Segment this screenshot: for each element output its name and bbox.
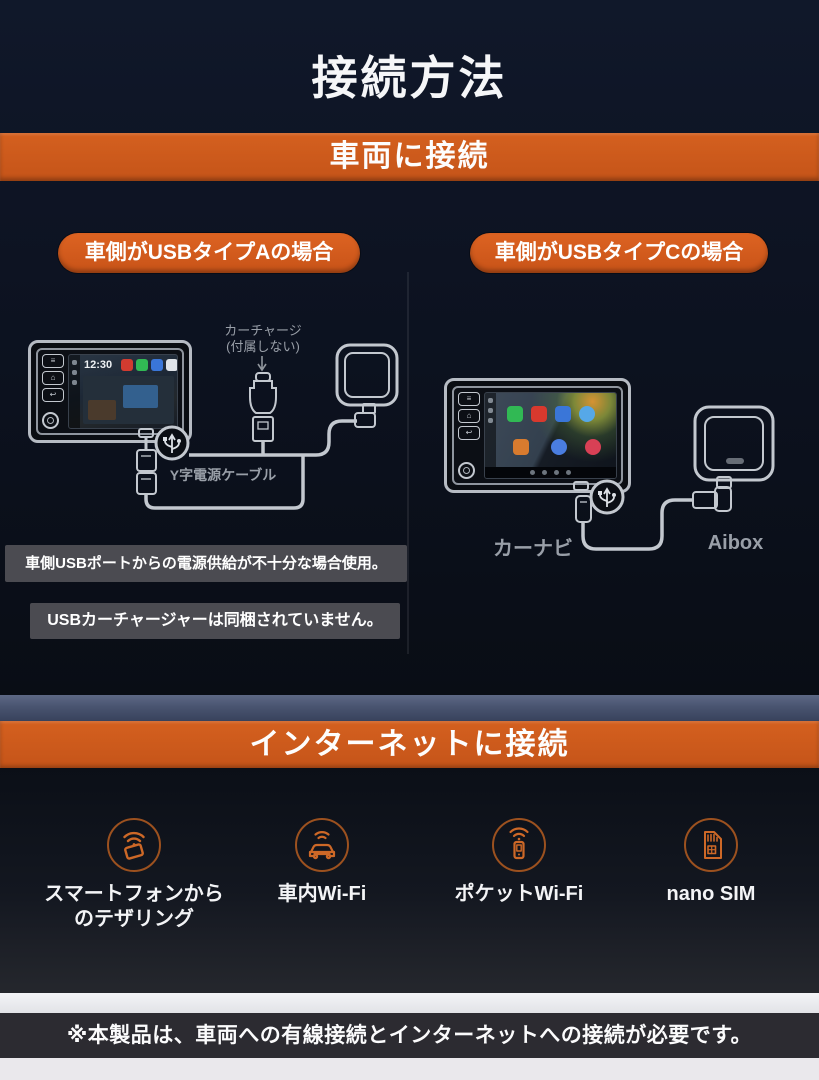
- back-button-icon: ↩: [458, 426, 480, 440]
- screen-sidebar: [69, 355, 80, 428]
- vehicle-connection-section: 接続方法 車両に接続 車側がUSBタイプAの場合 車側がUSBタイプCの場合 ≡…: [0, 0, 819, 695]
- pocket-wifi-icon: [492, 818, 546, 872]
- usb-c-wiring-diagram: [573, 405, 775, 551]
- volume-knob: [458, 462, 475, 479]
- option-label: ポケットWi-Fi: [419, 882, 619, 907]
- app-icon-phone: [507, 406, 523, 422]
- smartphone-tethering-icon: [107, 818, 161, 872]
- app-icon-messages: [579, 406, 595, 422]
- option-label: 車内Wi-Fi: [222, 882, 422, 907]
- aibox-device-left: [335, 343, 399, 428]
- option-label-line1: 車内Wi-Fi: [277, 883, 367, 905]
- option-label-line1: スマートフォンから: [44, 883, 224, 905]
- app-icon-music: [531, 406, 547, 422]
- head-unit-buttons: ≡ ⌂ ↩: [42, 354, 64, 429]
- footer-note: ※本製品は、車両への有線接続とインターネットへの接続が必要です。: [0, 1013, 819, 1058]
- option-label-line1: nano SIM: [666, 883, 756, 905]
- map-info-panel: [123, 384, 158, 408]
- option-label: nano SIM: [611, 882, 811, 907]
- usb-icon: [154, 425, 190, 461]
- back-button-icon: ↩: [42, 388, 64, 402]
- menu-button-icon: ≡: [458, 392, 480, 406]
- screen-map-area: [83, 376, 174, 424]
- app-icon-video: [121, 359, 133, 371]
- usb-c-cable: [573, 476, 732, 551]
- section-divider-band: [0, 695, 819, 721]
- screen-dock-bar: [485, 467, 616, 478]
- head-unit-label: カーナビ: [493, 538, 573, 560]
- car-head-unit-c: ≡ ⌂ ↩: [444, 378, 631, 493]
- car-wifi-icon: [295, 818, 349, 872]
- map-terrain-patch: [88, 400, 116, 421]
- aibox-label: Aibox: [707, 532, 764, 554]
- vehicle-banner: 車両に接続: [0, 133, 819, 181]
- screen-sidebar: [485, 393, 496, 478]
- nano-sim-icon: [684, 818, 738, 872]
- screen-clock: 12:30: [84, 359, 113, 371]
- option-label: スマートフォンから のテザリング: [34, 882, 234, 932]
- aibox-device-right: [693, 405, 775, 482]
- internet-option-nano-sim: nano SIM: [611, 818, 811, 907]
- option-label-line1: ポケットWi-Fi: [454, 883, 584, 905]
- internet-option-pocket-wifi: ポケットWi-Fi: [419, 818, 619, 907]
- car-charger-label-line2: (付属しない): [226, 339, 300, 354]
- volume-knob: [42, 412, 59, 429]
- usb-type-a-heading: 車側がUSBタイプAの場合: [58, 233, 360, 273]
- y-cable-label: Y字電源ケーブル: [169, 467, 277, 483]
- footer-separator-bottom: [0, 1058, 819, 1080]
- y-power-cable: [136, 428, 305, 510]
- head-unit-bezel: ≡ ⌂ ↩ 12:30: [36, 348, 184, 435]
- home-button-icon: ⌂: [458, 409, 480, 423]
- page-title: 接続方法: [311, 52, 508, 104]
- internet-option-car-wifi: 車内Wi-Fi: [222, 818, 422, 907]
- power-supply-note: 車側USBポートからの電源供給が不十分な場合使用。: [5, 545, 407, 582]
- car-charger-label: カーチャージ (付属しない): [203, 323, 323, 355]
- app-icon-podcasts: [513, 439, 529, 455]
- app-icon-maps: [555, 406, 571, 422]
- head-unit-buttons: ≡ ⌂ ↩: [458, 392, 480, 479]
- app-icon-media: [585, 439, 601, 455]
- internet-banner: インターネットに接続: [0, 721, 819, 769]
- head-unit-screen-a: 12:30: [68, 354, 178, 429]
- home-button-icon: ⌂: [42, 371, 64, 385]
- charger-pointer-arrow: [257, 356, 267, 372]
- car-head-unit-a: ≡ ⌂ ↩ 12:30: [28, 340, 192, 443]
- power-cable-to-aibox: [189, 419, 357, 457]
- footer-separator-top: [0, 993, 819, 1013]
- head-unit-bezel: ≡ ⌂ ↩: [452, 386, 623, 485]
- car-charger-illustration: [249, 372, 277, 455]
- menu-button-icon: ≡: [42, 354, 64, 368]
- app-icon-browser: [551, 439, 567, 455]
- usb-a-wiring-diagram: [136, 343, 399, 510]
- app-icon-phone: [136, 359, 148, 371]
- internet-option-tethering: スマートフォンから のテザリング: [34, 818, 234, 932]
- option-label-line2: のテザリング: [74, 908, 194, 930]
- app-icon-maps: [151, 359, 163, 371]
- app-icon-settings: [166, 359, 177, 371]
- head-unit-screen-c: [484, 392, 617, 479]
- column-divider: [407, 272, 409, 654]
- car-charger-label-line1: カーチャージ: [224, 323, 302, 338]
- usb-icon: [589, 479, 625, 515]
- usb-type-c-heading: 車側がUSBタイプCの場合: [470, 233, 768, 273]
- internet-connection-section: スマートフォンから のテザリング 車内Wi-Fi: [0, 768, 819, 993]
- charger-not-included-note: USBカーチャージャーは同梱されていません。: [30, 603, 400, 639]
